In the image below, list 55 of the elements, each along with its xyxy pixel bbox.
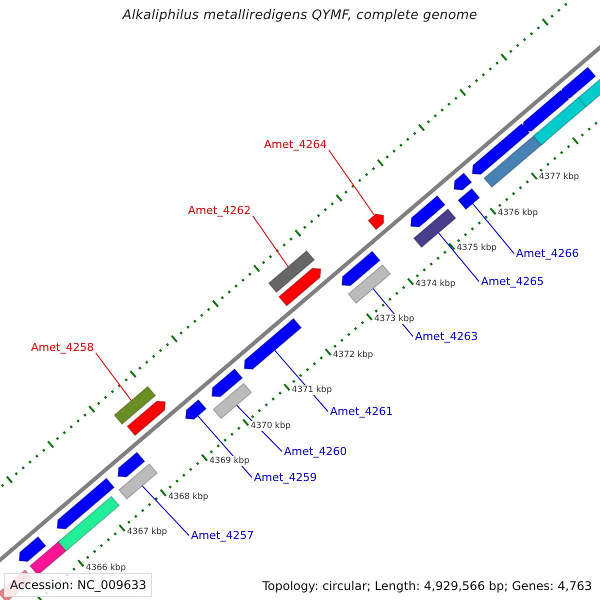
scale-label: 4366 kbp [84, 562, 127, 572]
gene-block [58, 496, 120, 552]
leader-line [438, 232, 480, 282]
scale-label: 4369 kbp [208, 456, 250, 466]
scale-label: 4368 kbp [167, 492, 210, 502]
gene-feature [244, 318, 302, 370]
leader-line [95, 352, 132, 402]
gene-feature [126, 400, 166, 436]
scale-label: 4374 kbp [414, 278, 456, 288]
accession-label: Accession: NC_009633 [4, 573, 152, 597]
gene-block [114, 386, 156, 425]
leader-line [252, 216, 289, 268]
gene-feature [410, 195, 446, 228]
gene-label: Amet_4262 [188, 204, 251, 217]
scale-label: 4376 kbp [496, 208, 539, 218]
gene-feature [185, 399, 207, 420]
gene-label: Amet_4260 [284, 445, 347, 458]
gene-label: Amet_4258 [31, 341, 94, 354]
gene-block [212, 382, 252, 420]
gene-label: Amet_4259 [254, 471, 317, 484]
gene-label: Amet_4257 [191, 529, 254, 542]
gene-feature [18, 536, 46, 562]
leader-line [328, 150, 375, 216]
gene-block [348, 264, 391, 304]
scale-label: 4372 kbp [332, 350, 374, 360]
gene-feature [341, 250, 381, 286]
gene-label: Amet_4264 [264, 138, 327, 151]
title: Alkaliphilus metalliredigens QYMF, complete genome [121, 8, 478, 23]
genome-summary: Topology: circular; Length: 4,929,566 bp; Genes: 4,763 [262, 579, 592, 593]
scale-label: 4373 kbp [373, 314, 416, 324]
scale-label: 4375 kbp [456, 243, 498, 253]
gene-feature [522, 90, 570, 132]
leader-line [472, 203, 514, 254]
gene-block [532, 96, 588, 146]
gene-label: Amet_4265 [481, 275, 544, 288]
gene-block [457, 188, 480, 210]
scale-label: 4367 kbp [126, 527, 168, 537]
gene-feature [278, 268, 322, 307]
gene-label: Amet_4266 [516, 247, 579, 260]
gene-feature [211, 368, 244, 398]
scale-label: 4377 kbp [538, 172, 580, 182]
gene-feature [368, 213, 384, 230]
leader-line [142, 485, 190, 536]
gene-feature [56, 478, 115, 530]
gene-block [118, 463, 158, 500]
gene-block [413, 208, 456, 248]
gene-block [268, 250, 316, 294]
scale-label: 4370 kbp [250, 420, 292, 430]
gene-label: Amet_4263 [415, 330, 478, 343]
scale-label: 4371 kbp [290, 385, 333, 395]
gene-label: Amet_4261 [330, 405, 393, 418]
gene-feature [117, 452, 146, 478]
gene-feature [560, 66, 596, 99]
gene-feature [472, 123, 530, 175]
gene-feature [453, 172, 472, 191]
